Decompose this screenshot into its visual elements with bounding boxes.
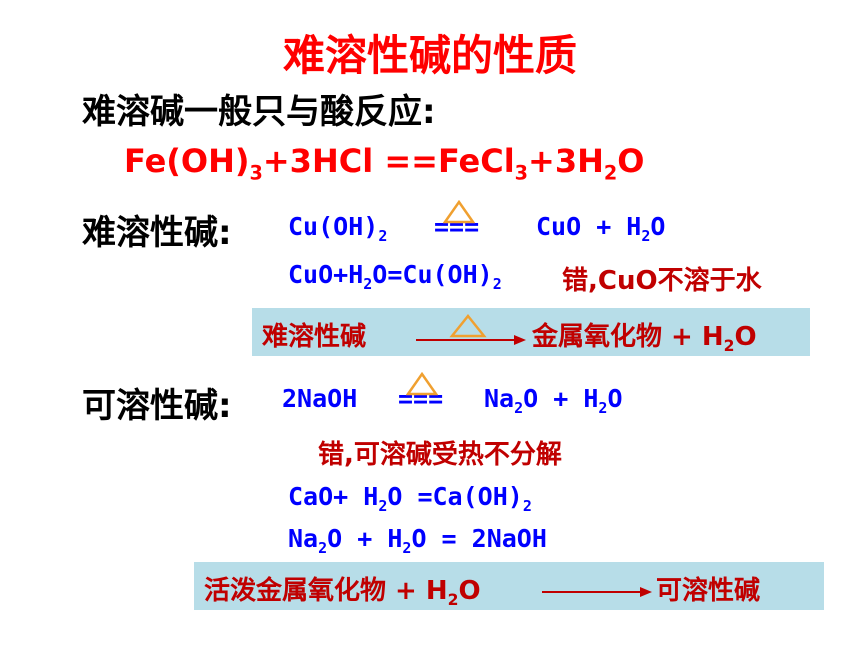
note-cuo-insoluble: 错,CuO不溶于水 <box>562 266 762 296</box>
summary-insoluble-right: 金属氧化物 + H2O <box>532 322 757 356</box>
heading-insoluble-acid-only: 难溶碱一般只与酸反应: <box>82 92 436 132</box>
equation-na2o-water: Na2O + H2O = 2NaOH <box>288 524 547 557</box>
summary-soluble-right: 可溶性碱 <box>656 576 761 606</box>
summary-box-insoluble <box>252 308 810 356</box>
label-soluble-base: 可溶性碱: <box>82 386 232 426</box>
heat-triangle-icon <box>406 372 438 396</box>
summary-soluble-left: 活泼金属氧化物 + H2O <box>204 576 481 610</box>
equation-cuoh2-left: Cu(OH)2 <box>288 212 388 245</box>
page-title: 难溶性碱的性质 <box>282 31 577 80</box>
summary-box-soluble <box>194 562 824 610</box>
equation-cuoh2-right: CuO + H2O <box>536 212 666 245</box>
equation-cuo-water: CuO+H2O=Cu(OH)2 <box>288 260 502 293</box>
note-soluble-no-decompose: 错,可溶碱受热不分解 <box>318 440 562 470</box>
label-insoluble-base: 难溶性碱: <box>82 213 232 253</box>
arrow-icon <box>542 587 652 597</box>
heat-arrow-icon <box>416 313 526 345</box>
heat-triangle-icon <box>443 200 475 224</box>
equation-naoh-right: Na2O + H2O <box>484 384 623 417</box>
equation-cao-water: CaO+ H2O =Ca(OH)2 <box>288 482 532 515</box>
summary-insoluble-left: 难溶性碱 <box>262 322 367 352</box>
equation-cuoh2-equals: === <box>434 212 480 241</box>
equation-feoh3-hcl: Fe(OH)3+3HCl ==FeCl3+3H2O <box>124 142 645 185</box>
equation-naoh-left: 2NaOH <box>282 384 358 413</box>
equation-naoh-equals: === <box>398 384 444 413</box>
